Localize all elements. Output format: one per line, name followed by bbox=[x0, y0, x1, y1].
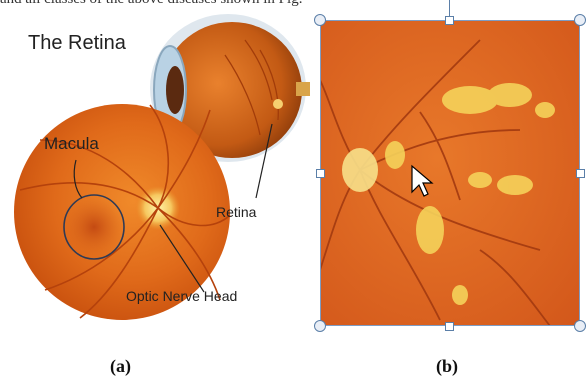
image-selection-frame bbox=[320, 20, 580, 326]
caption-a: (a) bbox=[110, 356, 131, 377]
rotate-handle-stem[interactable] bbox=[449, 0, 450, 16]
resize-handle-bottom-left[interactable] bbox=[314, 320, 326, 332]
optic-nerve-head-label: Optic Nerve Head bbox=[126, 288, 237, 304]
resize-handle-top-left[interactable] bbox=[314, 14, 326, 26]
caption-b: (b) bbox=[436, 356, 458, 377]
resize-handle-right[interactable] bbox=[576, 169, 585, 178]
resize-handle-left[interactable] bbox=[316, 169, 325, 178]
resize-handle-top-right[interactable] bbox=[574, 14, 586, 26]
resize-handle-bottom[interactable] bbox=[445, 322, 454, 331]
macula-label: Macula bbox=[44, 134, 99, 154]
resize-handle-bottom-right[interactable] bbox=[574, 320, 586, 332]
resize-handle-top[interactable] bbox=[445, 16, 454, 25]
retina-label: Retina bbox=[216, 204, 256, 220]
retina-diagram: The Retina Macula Retina Optic Nerve Hea… bbox=[10, 0, 310, 335]
retina-diagram-title: The Retina bbox=[28, 32, 126, 55]
